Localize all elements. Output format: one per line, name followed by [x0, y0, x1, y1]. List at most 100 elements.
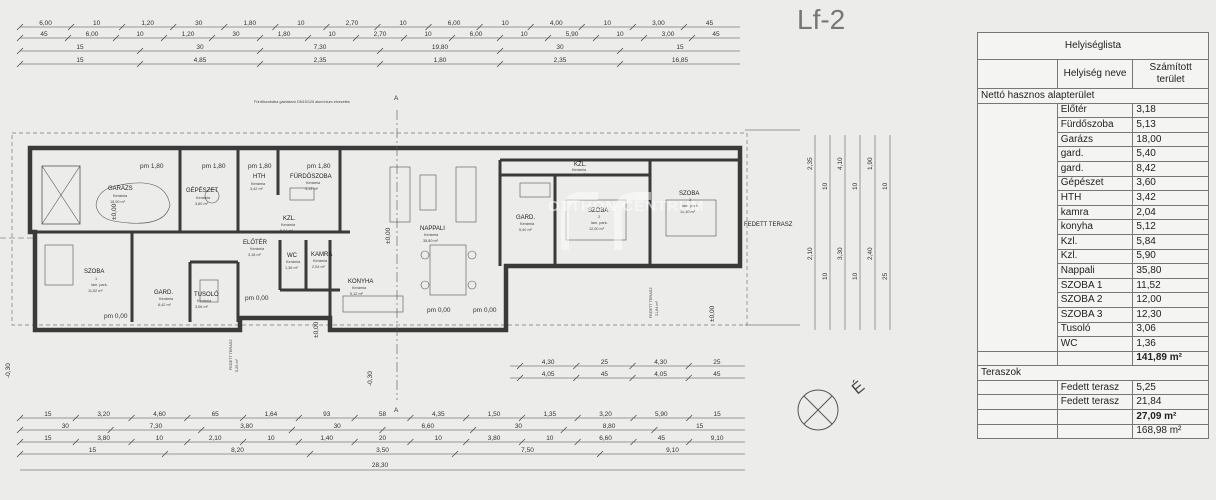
room-kzl1-note: Kerámia: [281, 223, 296, 227]
dimension-label: 1,80: [243, 20, 256, 27]
dimension-label: 7,30: [150, 423, 163, 430]
dimension-label: 3,20: [97, 411, 110, 418]
room-area: 5,84: [1132, 233, 1209, 250]
dimension-tick: [496, 60, 504, 68]
room-area: 8,42: [1132, 160, 1209, 177]
terrace-area: 21,84: [1132, 394, 1209, 411]
dimension-label: 3,50: [376, 447, 389, 454]
room-eloter-label: ELŐTÉR: [243, 239, 268, 246]
dimension-tick: [352, 34, 360, 42]
dimension-tick: [184, 438, 191, 446]
dimension-tick: [295, 414, 303, 422]
dimension-label: 2,35: [554, 57, 567, 64]
room-szoba2-label: SZOBA: [588, 208, 608, 214]
level-marks: ±0,00 ±0,00 ±0,00 ±0,00 -0,30 -0,30 pm 1…: [5, 163, 716, 386]
room-szoba2-num: 2: [598, 215, 600, 219]
room-gepeszet-note: Kerámia: [196, 196, 211, 200]
dimension-tick: [685, 374, 692, 382]
room-name: Tusoló: [1056, 321, 1134, 338]
dimension-tick: [136, 47, 144, 55]
terrace-area: 5,25: [1132, 379, 1209, 396]
room-tusolo-label: TUSOLÓ: [194, 291, 219, 298]
north-arrow-icon: É: [797, 377, 868, 431]
dimension-label: 45: [706, 20, 714, 27]
dimension-label: 7,50: [521, 447, 534, 454]
north-label: É: [848, 377, 868, 398]
dimension-label: 15: [76, 44, 84, 51]
dimension-label: 6,00: [470, 31, 483, 38]
dimension-tick: [516, 374, 524, 382]
dimension-label: 10: [93, 20, 101, 27]
level-mark: ±0,00: [111, 203, 118, 220]
dimension-tick: [527, 23, 534, 31]
dimension-tick: [680, 23, 688, 31]
dimension-label: 93: [323, 411, 331, 418]
dimension-label: 25: [601, 359, 609, 366]
dimension-tick: [518, 414, 526, 422]
dimension-label: 4,00: [550, 20, 563, 27]
vertical-dimension-label: 10: [852, 272, 859, 280]
room-area: 3,60: [1132, 175, 1209, 192]
dimension-label: 10: [399, 20, 407, 27]
dimension-tick: [161, 450, 169, 458]
dimension-tick: [128, 438, 135, 446]
room-area: 12,30: [1132, 306, 1209, 323]
room-wc-area: 1,36 m²: [285, 266, 299, 270]
dimension-label: 30: [196, 44, 204, 51]
dimension-label: 30: [195, 20, 203, 27]
room-row: Kzl.5,84: [977, 233, 1209, 250]
dimension-label: 1,35: [543, 411, 556, 418]
dimension-tick: [64, 34, 72, 42]
dimension-tick: [304, 34, 312, 42]
dimension-label: 45: [658, 435, 666, 442]
dimension-tick: [160, 34, 168, 42]
room-row: gard.5,40: [977, 146, 1209, 162]
room-furdo-area: 5,13 m²: [305, 187, 319, 191]
room-name: SZOBA 2: [1056, 292, 1134, 308]
dimension-label: 15: [696, 423, 704, 430]
room-name: Kzl.: [1056, 248, 1134, 265]
dimension-tick: [112, 34, 120, 42]
dimension-tick: [574, 438, 581, 446]
dimension-tick: [640, 34, 648, 42]
room-name: konyha: [1056, 219, 1134, 235]
fedett-terasz-mid-area: 21,84 m²: [655, 300, 659, 316]
room-konyha-label: KONYHA: [348, 279, 373, 285]
dimension-label: 10: [546, 435, 554, 442]
room-area: 18,00: [1132, 131, 1209, 148]
dimension-label: 1,64: [265, 411, 278, 418]
dimension-tick: [239, 438, 247, 446]
dimension-tick: [16, 60, 24, 68]
room-area: 12,00: [1132, 292, 1209, 308]
room-kamra-note: Kerámia: [313, 259, 328, 263]
dimension-tick: [573, 374, 580, 382]
vertical-dimension-label: 25: [882, 272, 889, 280]
dimension-tick: [184, 414, 191, 422]
dimension-tick: [616, 47, 624, 55]
vertical-dimension-label: 10: [852, 182, 859, 190]
dimension-label: 10: [435, 435, 443, 442]
room-area: 3,18: [1132, 102, 1209, 119]
dimension-label: 9,10: [666, 447, 679, 454]
dimension-tick: [573, 362, 580, 370]
room-schedule-table: Helyiséglista Helyiség neve Számított te…: [977, 32, 1209, 440]
dimension-label: 6,00: [448, 20, 461, 27]
room-labels: GARÁZS Kerámia 18,00 m² GÉPÉSZET Kerámia…: [84, 100, 793, 372]
dimension-tick: [67, 23, 75, 31]
dimension-tick: [476, 23, 483, 31]
fedett-terasz-small-area: 5,25 m²: [235, 358, 239, 372]
dimension-tick: [630, 414, 637, 422]
room-name: Garázs: [1056, 131, 1134, 148]
dimension-tick: [685, 414, 693, 422]
dimension-label: 16,85: [672, 57, 689, 64]
dimension-tick: [578, 23, 586, 31]
sheet-label: Lf-2: [797, 4, 846, 35]
dimension-tick: [72, 414, 80, 422]
